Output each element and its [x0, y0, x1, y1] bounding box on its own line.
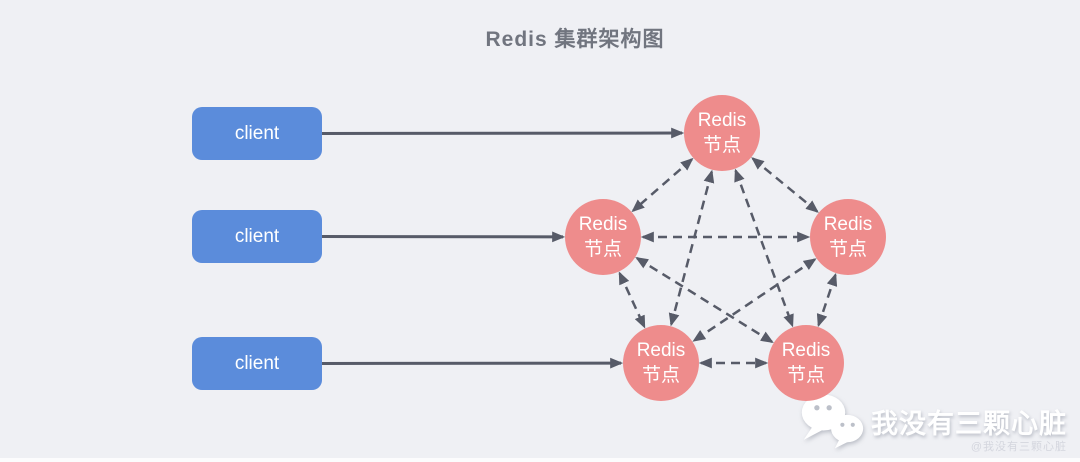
- watermark-credit: @我没有三颗心脏: [970, 441, 1067, 453]
- client-2: client: [192, 210, 322, 263]
- connection-node-top-node-left: [631, 157, 694, 213]
- node-label-line1: Redis: [823, 214, 873, 235]
- client-label: client: [234, 225, 280, 247]
- connection-node-left-node-bottom-left: [618, 271, 646, 329]
- node-label-line1: Redis: [578, 214, 628, 235]
- diagram-title: Redis 集群架构图: [485, 28, 665, 51]
- watermark-name: 我没有三颗心脏: [871, 408, 1067, 439]
- node-bottom-left: Redis 节点: [623, 325, 699, 401]
- node-right: Redis 节点: [810, 199, 886, 275]
- node-label-line2: 节点: [702, 135, 741, 156]
- client-3: client: [192, 337, 322, 390]
- connection-node-right-node-bottom-left: [692, 258, 817, 342]
- bottom-strip: [0, 458, 1080, 462]
- node-label-line1: Redis: [781, 340, 831, 361]
- node-label-line1: Redis: [636, 340, 686, 361]
- node-label-line1: Redis: [697, 110, 747, 131]
- client-label: client: [234, 352, 280, 374]
- connection-node-top-node-bottom-left: [668, 169, 715, 327]
- watermark: 我没有三颗心脏: [798, 392, 1067, 450]
- client-1: client: [192, 107, 322, 160]
- connection-node-top-node-bottom-right: [734, 168, 794, 328]
- node-left: Redis 节点: [565, 199, 641, 275]
- node-label-line2: 节点: [583, 239, 622, 260]
- node-label-line2: 节点: [641, 365, 680, 386]
- node-label-line2: 节点: [786, 365, 825, 386]
- node-bottom-right: Redis 节点: [768, 325, 844, 401]
- node-label-line2: 节点: [828, 239, 867, 260]
- wechat-icon: [801, 394, 864, 449]
- connection-node-right-node-bottom-right: [816, 272, 838, 328]
- client-label: client: [234, 122, 280, 144]
- connection-client-1-node-top: [321, 127, 685, 139]
- node-top: Redis 节点: [684, 95, 760, 171]
- connection-node-top-node-right: [751, 157, 819, 213]
